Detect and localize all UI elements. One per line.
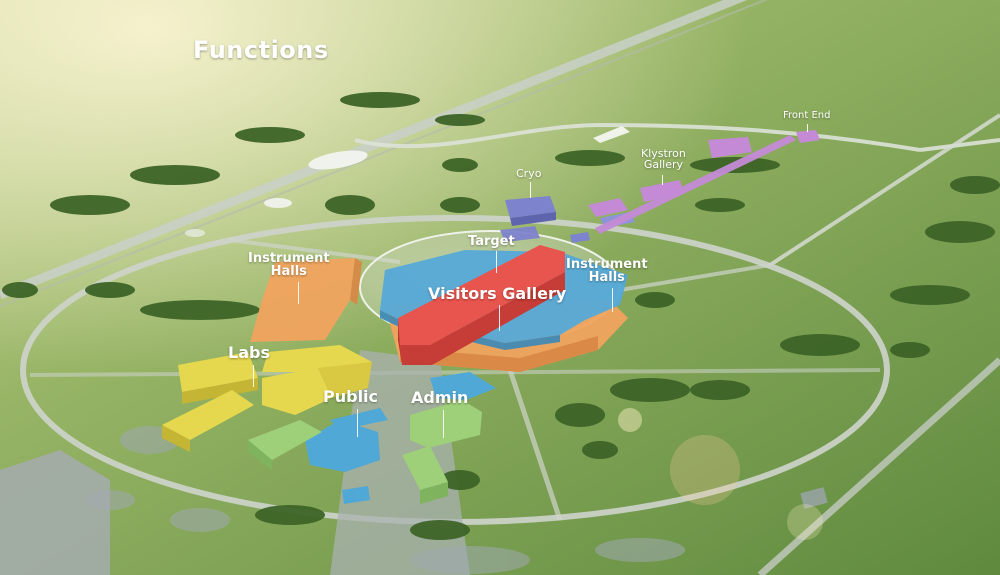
inner-road-east xyxy=(619,263,771,292)
highway xyxy=(0,0,748,300)
leader-line xyxy=(298,282,299,304)
lens-flares xyxy=(618,408,823,540)
label-target: Target xyxy=(468,234,515,249)
leader-line xyxy=(662,175,663,185)
central-plaza xyxy=(330,350,470,575)
highway-edge xyxy=(0,0,768,307)
south-road xyxy=(507,369,563,521)
pond xyxy=(185,229,205,237)
label-labs: Labs xyxy=(228,343,270,362)
existing-building xyxy=(0,450,110,575)
leader-line xyxy=(807,124,808,132)
leader-line xyxy=(530,182,531,198)
label-admin: Admin xyxy=(411,388,469,407)
label-instrument-halls-left: Instrument Halls xyxy=(248,251,330,279)
cross-road xyxy=(29,368,881,377)
pond xyxy=(264,198,292,208)
klystron-gallery-building xyxy=(588,130,820,234)
label-instrument-halls-right: Instrument Halls xyxy=(566,257,648,285)
north-road-east xyxy=(919,138,1000,152)
instrument-halls-left xyxy=(250,258,362,342)
leader-line xyxy=(496,251,497,273)
leader-line xyxy=(499,305,500,331)
public-buildings xyxy=(305,372,496,504)
label-public: Public xyxy=(323,387,379,406)
inner-road xyxy=(229,238,401,264)
leader-line xyxy=(443,410,444,438)
labs-buildings xyxy=(162,345,372,452)
page-title: Functions xyxy=(193,36,329,64)
small-building xyxy=(800,487,828,509)
east-road xyxy=(768,113,1000,267)
admin-buildings xyxy=(248,400,482,504)
leader-line xyxy=(357,409,358,437)
tree-clusters xyxy=(2,92,1000,540)
label-cryo: Cryo xyxy=(516,167,542,180)
target-building xyxy=(398,245,565,365)
cryo-building xyxy=(500,196,590,243)
leader-line xyxy=(253,365,254,387)
label-front-end: Front End xyxy=(783,110,831,121)
label-visitors-gallery: Visitors Gallery xyxy=(428,284,567,303)
south-east-road xyxy=(757,357,1000,575)
north-building xyxy=(593,126,630,143)
leader-line xyxy=(612,288,613,312)
pond xyxy=(308,150,368,170)
label-klystron-gallery: Klystron Gallery xyxy=(641,147,686,171)
